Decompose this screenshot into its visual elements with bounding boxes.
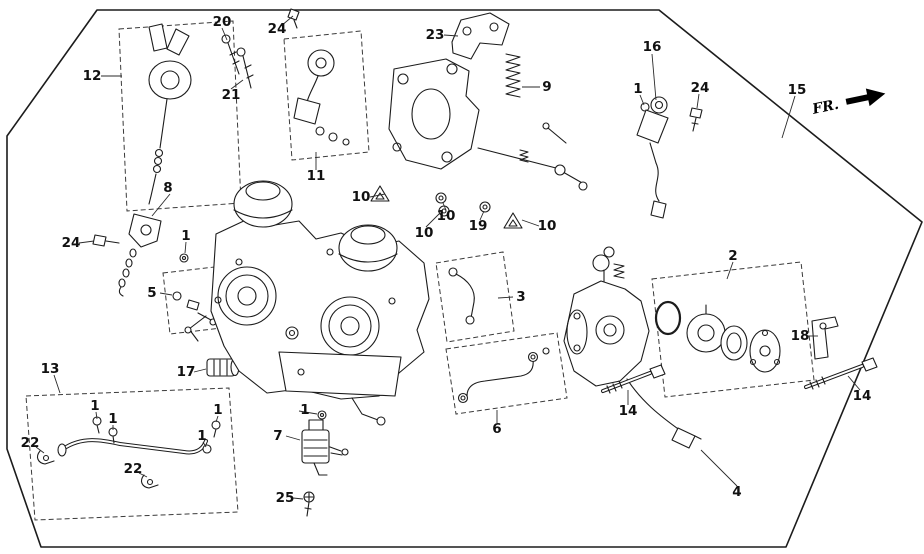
part-9-spring bbox=[505, 53, 521, 98]
callout-12: 12 bbox=[82, 68, 102, 84]
callout-1-f: 1 bbox=[197, 428, 207, 444]
callout-10-d: 10 bbox=[537, 218, 557, 234]
leader-lines bbox=[35, 15, 861, 500]
callout-10-c: 10 bbox=[414, 225, 434, 241]
washer-stack-10 bbox=[435, 192, 450, 217]
callout-1-e: 1 bbox=[213, 402, 223, 418]
fr-label: FR. bbox=[810, 97, 840, 118]
part-11-diaphragm bbox=[293, 49, 350, 146]
callout-24-b: 24 bbox=[690, 80, 710, 96]
part-20-screw bbox=[221, 34, 240, 75]
part-14-bolt-left bbox=[601, 364, 666, 394]
part-24-bolt-right bbox=[689, 107, 703, 132]
callout-24-c: 24 bbox=[61, 235, 81, 251]
part-14-bolt-right bbox=[804, 357, 878, 390]
part-5-jet-set bbox=[172, 291, 217, 326]
carburetor-body bbox=[184, 180, 430, 426]
callout-16: 16 bbox=[642, 39, 662, 55]
part-18-bracket bbox=[811, 316, 839, 360]
group-box-6 bbox=[445, 332, 568, 415]
part-16-solenoid bbox=[636, 96, 669, 219]
callout-2: 2 bbox=[728, 248, 738, 264]
callout-10-b: 10 bbox=[436, 208, 456, 224]
secondary-body bbox=[563, 246, 702, 449]
callout-23: 23 bbox=[425, 27, 445, 43]
part-24-bolt-left bbox=[92, 234, 120, 247]
gasket-triangle-right bbox=[503, 212, 523, 229]
group-box-11 bbox=[283, 30, 370, 161]
callout-1-b: 1 bbox=[181, 228, 191, 244]
callout-5: 5 bbox=[147, 285, 157, 301]
callout-24-a: 24 bbox=[267, 21, 287, 37]
callout-1-c: 1 bbox=[90, 398, 100, 414]
callout-17: 17 bbox=[176, 364, 196, 380]
callout-14-a: 14 bbox=[618, 403, 638, 419]
callout-9: 9 bbox=[542, 79, 552, 95]
part-25-screw bbox=[303, 491, 315, 517]
part-23-bracket bbox=[451, 12, 510, 60]
callout-1-d: 1 bbox=[108, 411, 118, 427]
gasket-triangle-left bbox=[370, 185, 390, 202]
part-21-screw bbox=[236, 47, 254, 89]
part-7-solenoid bbox=[301, 410, 349, 476]
callout-20: 20 bbox=[212, 14, 232, 30]
callout-25: 25 bbox=[275, 490, 295, 506]
diagram-border bbox=[6, 9, 923, 548]
group-box-13 bbox=[25, 387, 239, 521]
part-8-float-valve bbox=[118, 213, 162, 297]
group-box-3 bbox=[435, 251, 515, 343]
group-box-2 bbox=[651, 261, 815, 398]
part-24-bolt-top bbox=[287, 8, 300, 29]
callout-4: 4 bbox=[732, 484, 742, 500]
callout-11: 11 bbox=[306, 168, 326, 184]
group-boxes bbox=[25, 20, 815, 521]
callout-22-b: 22 bbox=[123, 461, 143, 477]
callout-21: 21 bbox=[221, 87, 241, 103]
part-13-pipe-assembly bbox=[36, 416, 221, 489]
fr-indicator: FR. bbox=[810, 88, 886, 118]
washer-19 bbox=[479, 201, 491, 213]
callout-18: 18 bbox=[790, 328, 810, 344]
part-2-diaphragm-set bbox=[654, 300, 781, 373]
callout-8: 8 bbox=[163, 180, 173, 196]
callout-10-a: 10 bbox=[351, 189, 371, 205]
part-6-pipe bbox=[457, 347, 550, 404]
callout-3: 3 bbox=[516, 289, 526, 305]
callout-15: 15 bbox=[787, 82, 807, 98]
fr-arrow-icon bbox=[845, 88, 886, 107]
callout-6: 6 bbox=[492, 421, 502, 437]
callout-14-b: 14 bbox=[852, 388, 872, 404]
callout-19: 19 bbox=[468, 218, 488, 234]
throttle-linkage bbox=[477, 122, 588, 191]
callout-7: 7 bbox=[273, 428, 283, 444]
part-3-link-rod bbox=[448, 267, 475, 325]
callout-1-a: 1 bbox=[633, 81, 643, 97]
washer-1-left bbox=[179, 253, 189, 263]
callout-13: 13 bbox=[40, 361, 60, 377]
part-12-fuel-joint bbox=[148, 23, 192, 205]
callout-22-a: 22 bbox=[20, 435, 40, 451]
callout-1-g: 1 bbox=[300, 402, 310, 418]
mounting-plate bbox=[388, 58, 480, 170]
